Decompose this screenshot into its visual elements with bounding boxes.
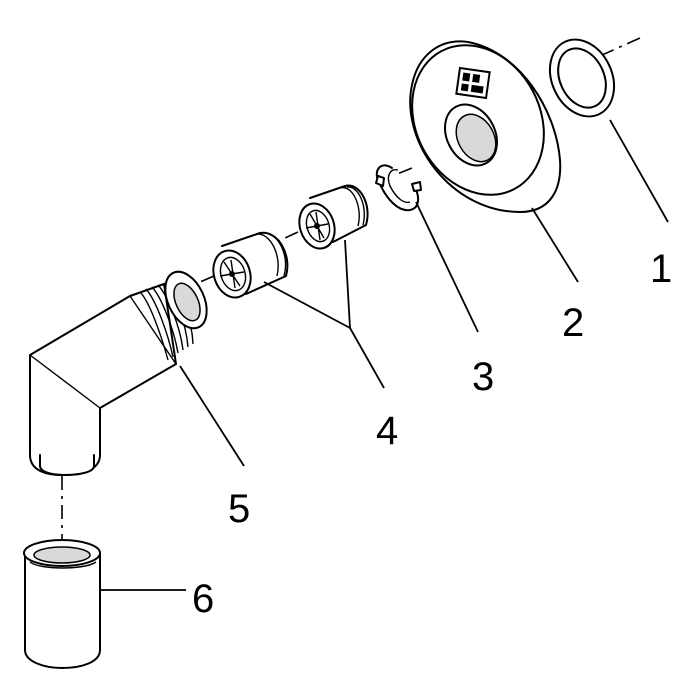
callout-1: 1 xyxy=(650,247,672,291)
part-6-sleeve xyxy=(23,539,101,669)
logo-mark xyxy=(455,66,491,100)
callout-labels: 1 2 3 4 5 6 xyxy=(192,247,672,621)
part-5-elbow-body xyxy=(29,270,208,476)
callout-4: 4 xyxy=(376,409,398,453)
part-1-o-ring xyxy=(548,38,616,118)
part-4-cartridge-left xyxy=(212,231,289,299)
part-3-retaining-clip xyxy=(375,164,422,212)
callout-6: 6 xyxy=(192,577,214,621)
callout-2: 2 xyxy=(562,301,584,345)
leader-lines xyxy=(100,119,669,591)
callout-3: 3 xyxy=(472,355,494,399)
part-2-rosette xyxy=(409,40,562,213)
part-4-cartridge-right xyxy=(298,184,369,250)
callout-5: 5 xyxy=(228,487,250,531)
center-axis xyxy=(61,37,641,545)
